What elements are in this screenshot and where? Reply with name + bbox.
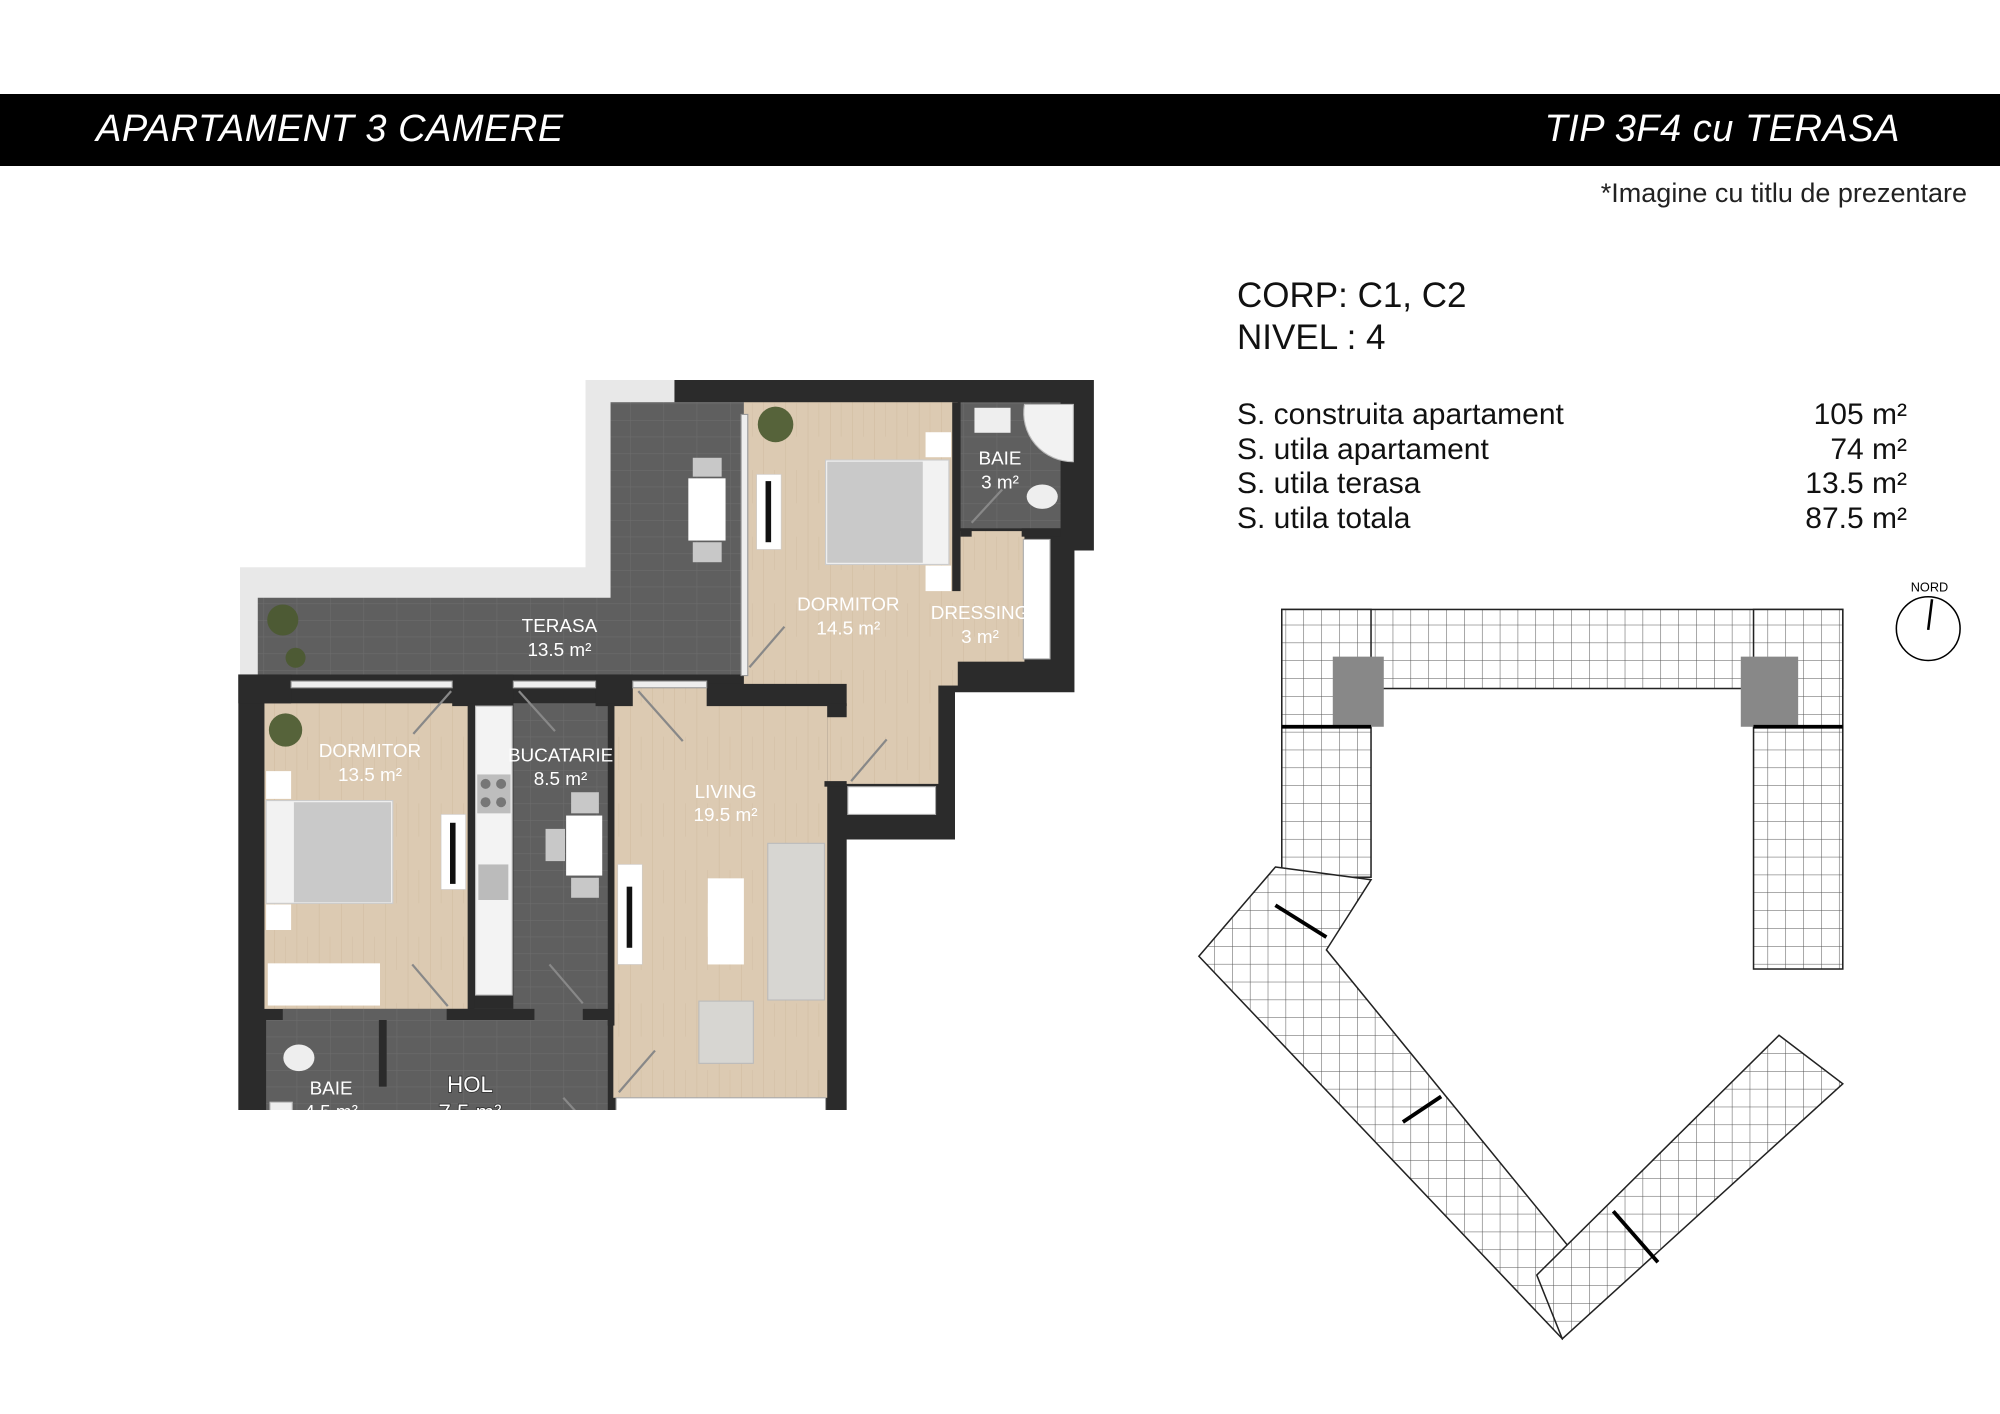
compass-circle	[1895, 595, 1961, 662]
hol-area: 7.5 m²	[439, 1100, 502, 1110]
spec-label: S. utila totala	[1237, 501, 1411, 535]
nivel-label: NIVEL : 4	[1237, 318, 1386, 357]
compass: NORD	[1895, 580, 1961, 662]
spec-row: S. utila totala 87.5 m²	[1237, 502, 1907, 537]
baie-mica-name: BAIE	[978, 448, 1021, 469]
spec-value: 105 m²	[1813, 398, 1907, 431]
apartment-title: APARTAMENT 3 CAMERE	[96, 108, 564, 150]
header-bar: APARTAMENT 3 CAMERE TIP 3F4 cu TERASA	[0, 94, 2000, 166]
bucatarie-name: BUCATARIE	[508, 746, 613, 767]
dressing-name: DRESSING	[931, 603, 1030, 624]
terasa-area: 13.5 m²	[527, 640, 591, 661]
hol-name: HOL	[447, 1072, 493, 1097]
baie-name: BAIE	[310, 1078, 353, 1099]
window-sills	[615, 538, 1051, 1110]
spec-label: S. utila apartament	[1237, 432, 1489, 466]
living-name: LIVING	[695, 782, 757, 803]
dressing-floor	[955, 531, 1025, 662]
spec-value: 74 m²	[1830, 432, 1907, 466]
door-swings	[411, 488, 1004, 1110]
furniture	[265, 403, 1074, 1110]
floor-plan: TERASA 13.5 m² DORMITOR 13.5 m² BUCATARI…	[238, 380, 1094, 1110]
dressing-area: 3 m²	[961, 627, 999, 648]
windows	[290, 413, 749, 689]
spec-row: S. utila apartament 74 m²	[1237, 433, 1907, 468]
corridor-floor	[827, 531, 939, 784]
site-corridors	[1274, 724, 1843, 1264]
apartment-type: TIP 3F4 cu TERASA	[1544, 108, 1900, 150]
north-arrow-icon	[1926, 599, 1934, 631]
highlighted-units	[1332, 656, 1799, 727]
baie-area: 4.5 m²	[304, 1102, 358, 1110]
disclaimer-note: *Imagine cu titlu de prezentare	[1600, 178, 1967, 208]
spec-value: 13.5 m²	[1805, 467, 1907, 500]
spec-row: S. utila terasa 13.5 m²	[1237, 467, 1907, 502]
living-area: 19.5 m²	[694, 805, 758, 826]
area-specs: S. construita apartament 105 m² S. utila …	[1237, 398, 1907, 536]
corp-label: CORP: C1, C2	[1237, 276, 1467, 315]
dormitor2-name: DORMITOR	[797, 595, 899, 616]
dormitor1-name: DORMITOR	[319, 741, 421, 762]
terrace-floor	[257, 402, 744, 675]
inner-walls	[238, 402, 1061, 1087]
bucatarie-area: 8.5 m²	[534, 769, 588, 790]
building-info: CORP: C1, C2 NIVEL : 4	[1237, 275, 1467, 359]
dormitor1-area: 13.5 m²	[338, 765, 402, 786]
site-buildings	[1197, 608, 1844, 1341]
terasa-name: TERASA	[522, 616, 598, 637]
spec-label: S. construita apartament	[1237, 398, 1564, 431]
spec-value: 87.5 m²	[1805, 501, 1907, 535]
dormitor2-area: 14.5 m²	[816, 618, 880, 639]
spec-label: S. utila terasa	[1237, 467, 1421, 500]
compass-label: NORD	[1911, 580, 1949, 595]
baie-mica-area: 3 m²	[981, 472, 1019, 493]
room-labels: TERASA 13.5 m² DORMITOR 13.5 m² BUCATARI…	[304, 448, 1029, 1110]
spec-row: S. construita apartament 105 m²	[1237, 398, 1907, 433]
